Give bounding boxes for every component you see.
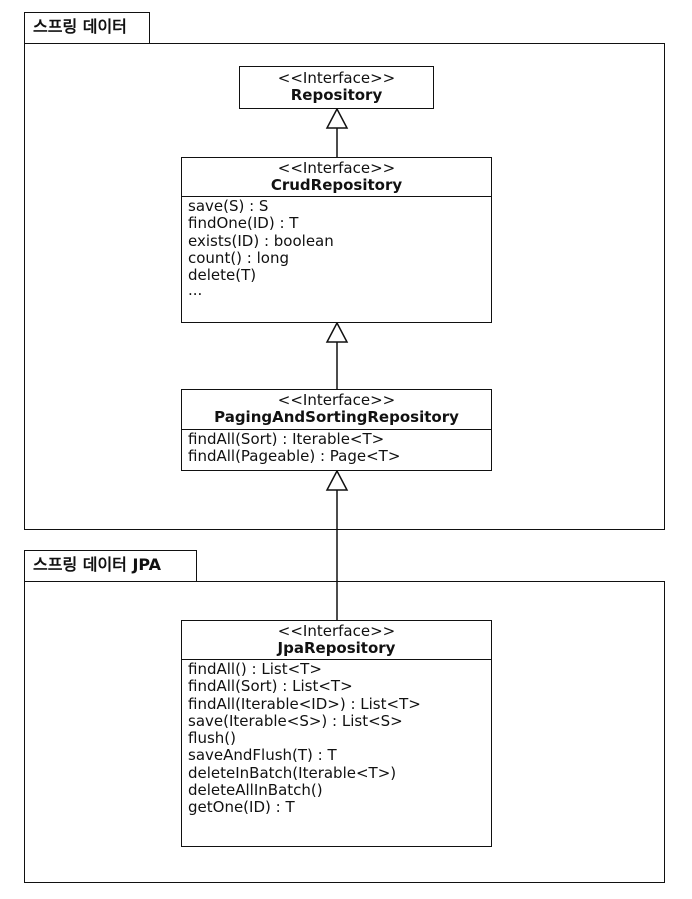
operation: getOne(ID) : T — [188, 798, 295, 817]
class-name: CrudRepository — [270, 176, 403, 194]
operations-list: findAll(Sort) : Iterable<T> findAll(Page… — [182, 430, 491, 466]
class-name: PagingAndSortingRepository — [214, 408, 459, 426]
operation: flush() — [188, 729, 236, 748]
operation: findAll(Pageable) : Page<T> — [188, 447, 401, 466]
operations-list: save(S) : S findOne(ID) : T exists(ID) :… — [182, 197, 491, 300]
generalization-arrowhead-paging — [325, 469, 349, 491]
operations-list: findAll() : List<T> findAll(Sort) : List… — [182, 660, 491, 817]
operation: count() : long — [188, 248, 289, 267]
operation: deleteInBatch(Iterable<T>) — [188, 763, 397, 782]
stereotype-label: <<Interface>> — [277, 622, 396, 640]
operation: findAll(Iterable<ID>) : List<T> — [188, 694, 421, 713]
generalization-arrowhead-crud — [325, 321, 349, 343]
stereotype-label: <<Interface>> — [277, 69, 396, 87]
operation: saveAndFlush(T) : T — [188, 746, 337, 765]
operation: findAll() : List<T> — [188, 660, 322, 678]
package-tab-spring-data: 스프링 데이터 — [24, 12, 150, 44]
stereotype-label: <<Interface>> — [277, 159, 396, 177]
class-repository: <<Interface>> Repository — [239, 66, 434, 109]
class-jpa-repository: <<Interface>> JpaRepository findAll() : … — [181, 620, 492, 847]
operation: exists(ID) : boolean — [188, 231, 334, 250]
operation: findAll(Sort) : Iterable<T> — [188, 430, 385, 448]
operation: save(S) : S — [188, 197, 269, 215]
operation: deleteAllInBatch() — [188, 781, 323, 800]
operation: findAll(Sort) : List<T> — [188, 677, 353, 696]
operation: save(Iterable<S>) : List<S> — [188, 711, 403, 730]
class-paging-and-sorting-repository: <<Interface>> PagingAndSortingRepository… — [181, 389, 492, 471]
generalization-arrowhead-repository — [325, 107, 349, 129]
package-tab-spring-data-jpa: 스프링 데이터 JPA — [24, 550, 197, 582]
operation: findOne(ID) : T — [188, 214, 299, 233]
class-name: Repository — [290, 86, 383, 104]
operation: ... — [188, 281, 203, 300]
stereotype-label: <<Interface>> — [277, 391, 396, 409]
class-name: JpaRepository — [277, 639, 396, 657]
operation: delete(T) — [188, 266, 257, 285]
class-crud-repository: <<Interface>> CrudRepository save(S) : S… — [181, 157, 492, 323]
